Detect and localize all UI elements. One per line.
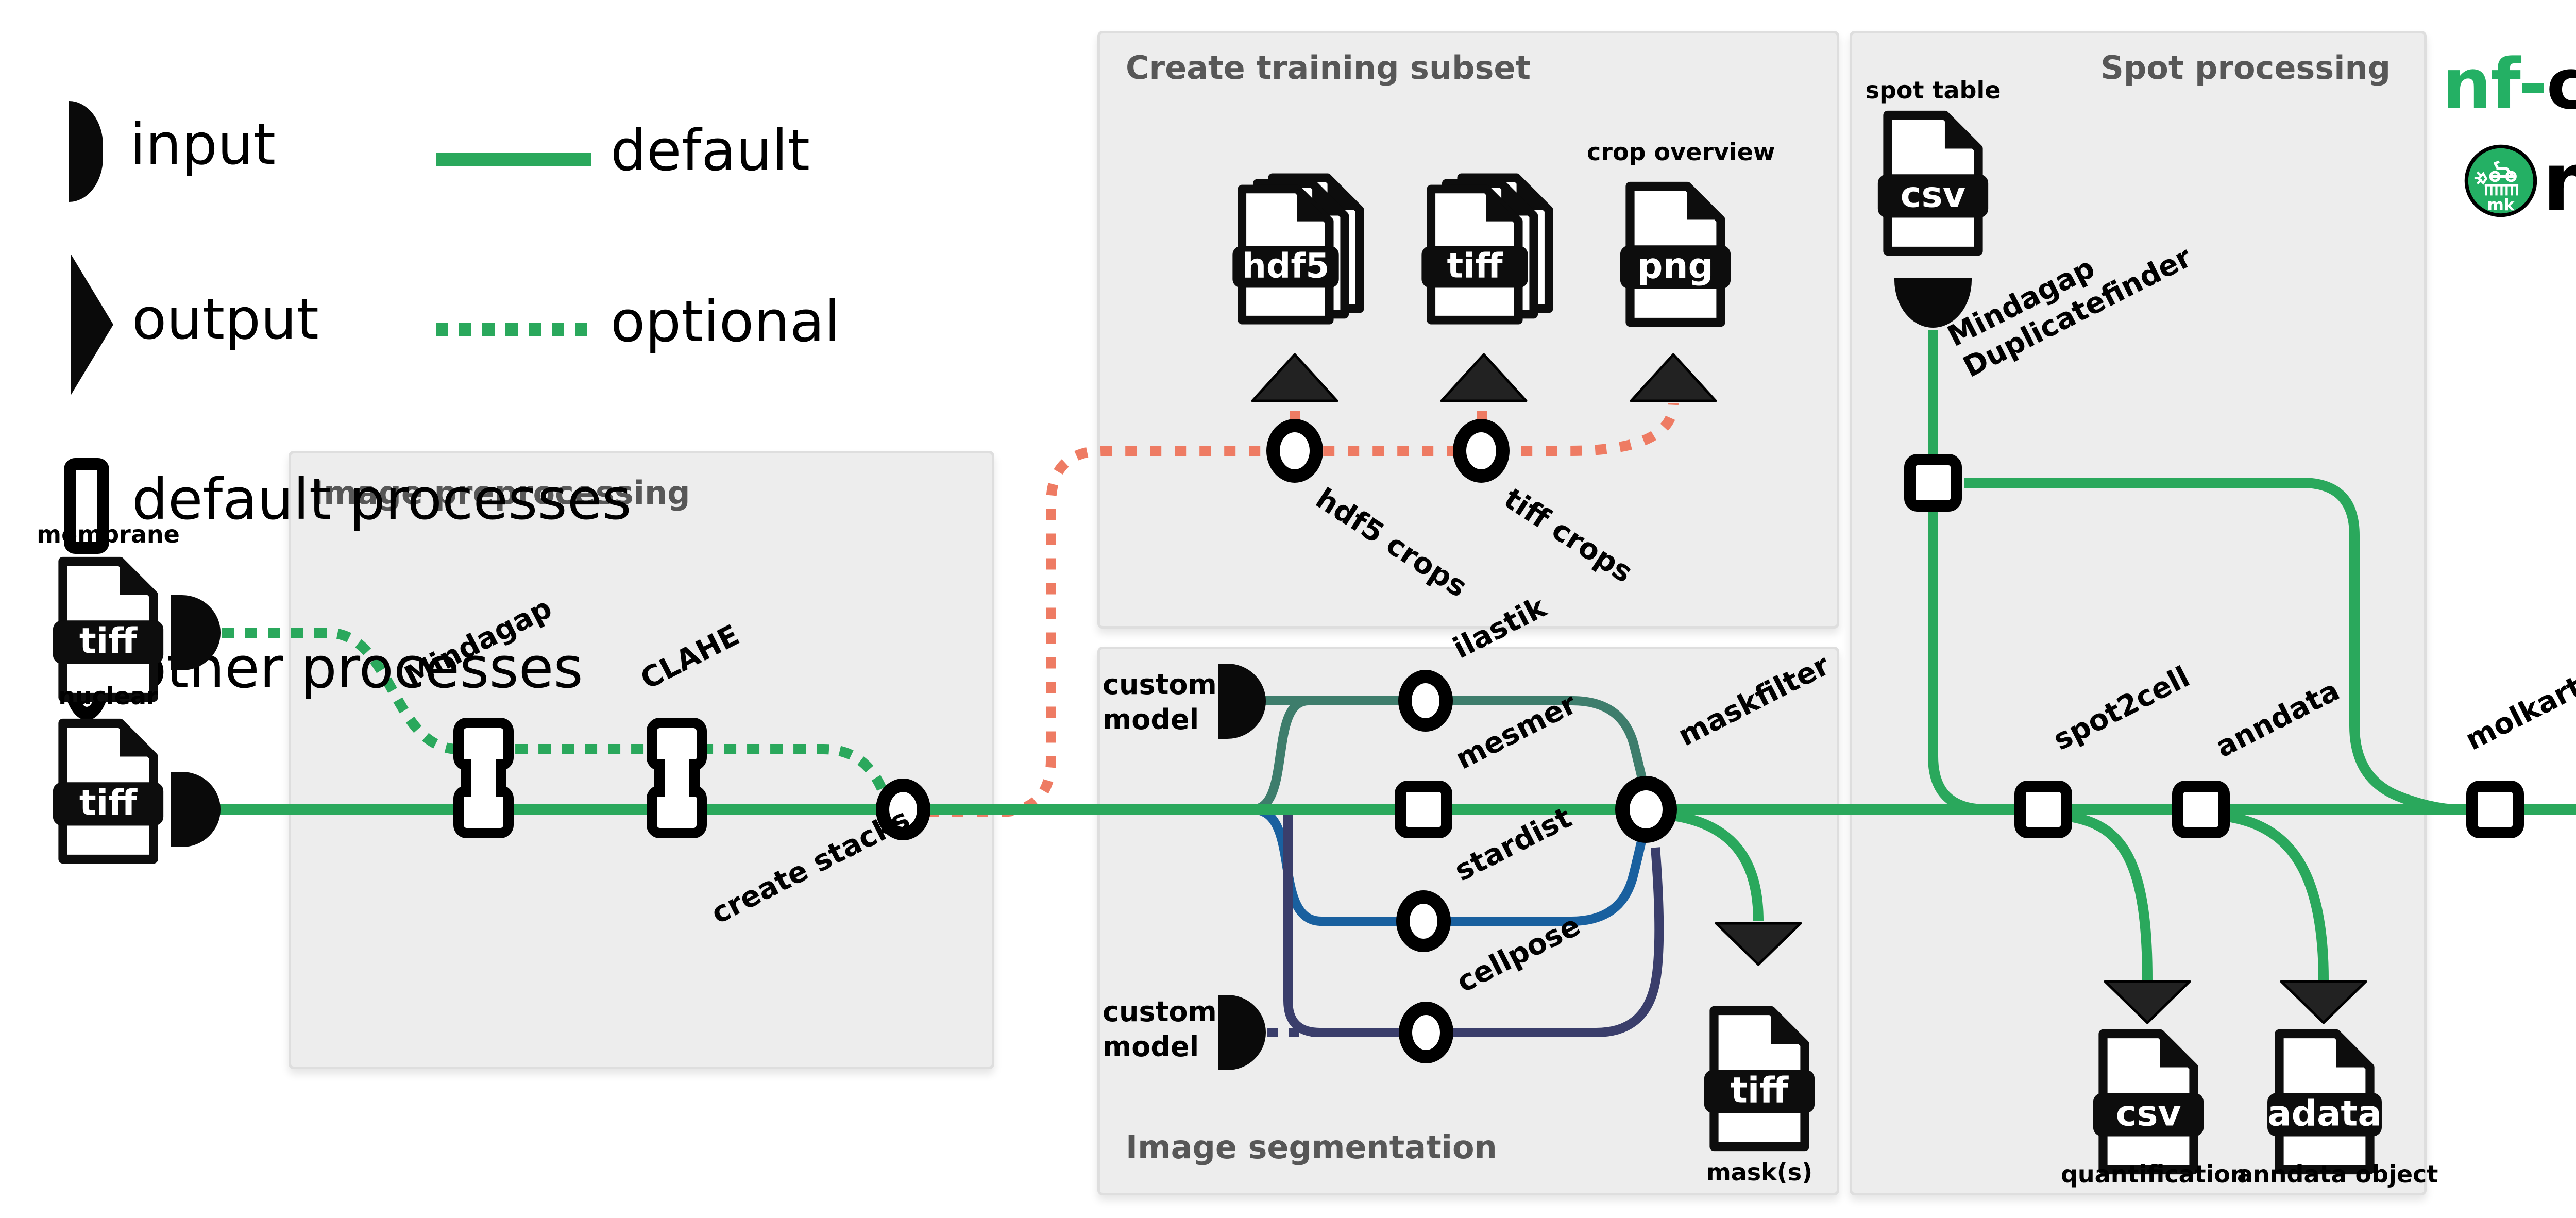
quantification-label: quantification [2061, 1160, 2247, 1188]
edge-spot-table-down [1928, 330, 1987, 815]
box-create-training-subset [1097, 31, 1839, 629]
anndata-object-label: anndata object [2237, 1160, 2438, 1188]
nf-core-logo-prefix: nf- [2442, 44, 2547, 125]
arrow-up-png [1630, 353, 1717, 402]
membrane-format-text: tiff [79, 620, 138, 662]
edge-anndata-out [2227, 811, 2329, 980]
adata-format-text: adata [2267, 1093, 2382, 1134]
quantification-csv-file-icon: csv [2089, 1028, 2208, 1178]
hdf5-format-text: hdf5 [1242, 245, 1330, 285]
legend-default-line [436, 153, 591, 166]
process-duplicatefinder [1904, 454, 1962, 512]
process-hdf5-crops [1266, 419, 1323, 483]
arrow-down-quantification [2104, 980, 2191, 1024]
process-maskfilter [1615, 776, 1677, 843]
process-mesmer [1395, 781, 1452, 838]
membrane-label: membrane [37, 520, 180, 548]
png-file-icon: png [1616, 180, 1735, 330]
custom-model-cellpose-label: custom model [1103, 995, 1217, 1063]
custom-model-ilastik-label: custom model [1103, 668, 1217, 736]
label-create-training-subset: Create training subset [1126, 49, 1531, 87]
edge-training-optional [927, 402, 1679, 817]
membrane-tiff-file-icon: tiff [49, 555, 167, 705]
tiff-stack-file-icon: tiff [1418, 169, 1562, 331]
png-format-text: png [1637, 245, 1714, 286]
process-mindagap [453, 718, 514, 838]
crop-overview-label: crop overview [1587, 138, 1775, 166]
nf-core-logo-core: core/ [2546, 44, 2576, 125]
arrow-down-mask [1715, 922, 1802, 966]
edge-membrane-optional [222, 628, 887, 792]
legend-input-label: input [130, 111, 276, 177]
arrow-up-tiff [1440, 353, 1528, 402]
mask-format-text: tiff [1731, 1070, 1789, 1111]
nuclear-tiff-file-icon: tiff [49, 717, 167, 867]
process-tiff-crops [1453, 419, 1510, 483]
nuclear-format-text: tiff [79, 782, 138, 823]
spot-table-csv-file-icon: csv [1874, 109, 1992, 259]
hdf5-stack-file-icon: hdf5 [1229, 169, 1373, 331]
process-cellpose [1399, 1002, 1453, 1063]
legend-default-process-icon [64, 458, 109, 554]
edge-cellpose [1283, 809, 1664, 1037]
mask-tiff-file-icon: tiff [1700, 1005, 1819, 1155]
label-spot-processing: Spot processing [2100, 49, 2391, 87]
arrow-up-hdf5 [1251, 353, 1338, 402]
process-anndata [2172, 781, 2230, 838]
molkart-badge-text: mk [2487, 196, 2515, 214]
legend-optional-line [436, 323, 591, 336]
process-stardist [1396, 890, 1451, 952]
process-molkartqc [2466, 781, 2524, 838]
legend-optional-label: optional [611, 289, 840, 354]
nuclear-label: nuclear [58, 682, 158, 710]
edge-duplicatefinder-right [1964, 478, 2453, 815]
edge-ilastik-split [1251, 696, 1310, 814]
legend-default-label: default [611, 117, 810, 183]
arrow-down-anndata [2280, 980, 2367, 1024]
legend-output-label: output [132, 286, 319, 352]
molkart-badge-icon: mk [2464, 144, 2537, 217]
process-ilastik [1398, 670, 1453, 732]
spot-table-label: spot table [1865, 76, 2001, 104]
process-clahe [647, 718, 707, 838]
edge-maskfilter-out [1668, 810, 1764, 922]
label-image-preprocessing: Image preprocessing [312, 474, 690, 512]
spot-table-format-text: csv [1901, 174, 1966, 215]
legend-default-processes-label: default processes [132, 466, 632, 532]
legend-output-icon [71, 255, 113, 395]
edge-spot2cell-out [2069, 811, 2153, 980]
label-image-segmentation: Image segmentation [1126, 1128, 1497, 1166]
anndata-adata-file-icon: adata [2265, 1028, 2384, 1178]
mask-label: mask(s) [1706, 1158, 1813, 1186]
nf-core-logo: nf-core/ [2442, 44, 2576, 125]
quantification-format-text: csv [2116, 1093, 2181, 1134]
box-image-preprocessing [289, 451, 994, 1069]
tiff-crops-format-text: tiff [1447, 245, 1503, 285]
molkart-logo-text: molkart [2543, 135, 2576, 230]
process-spot2cell [2014, 781, 2072, 838]
